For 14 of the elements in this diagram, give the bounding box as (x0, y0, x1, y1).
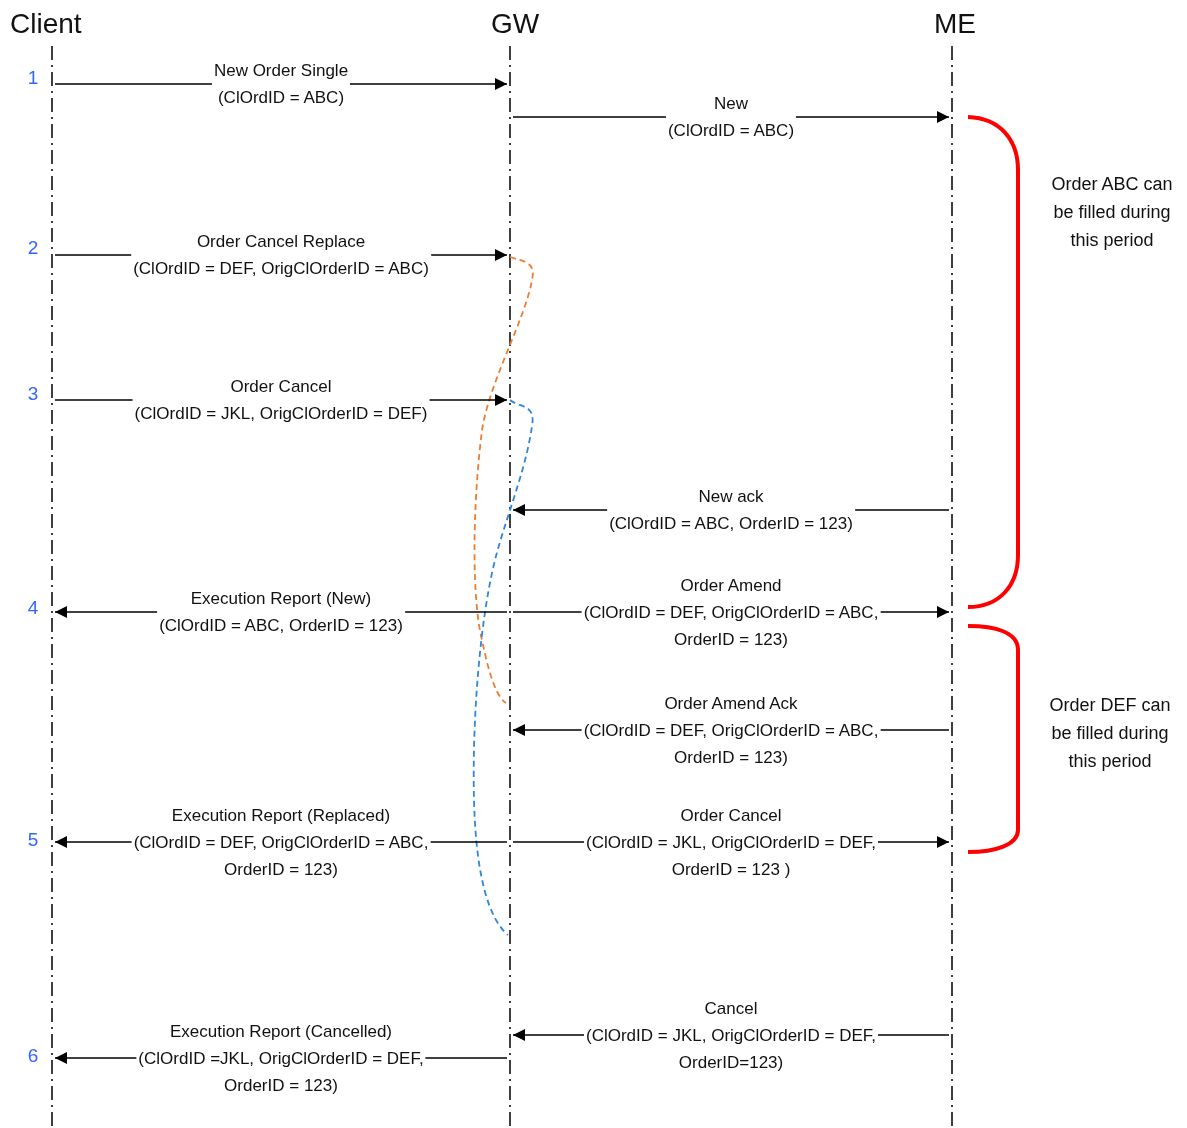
participant-name: ME (934, 7, 976, 41)
step-number: 6 (27, 1045, 39, 1067)
period-note: Order ABC can be filled during this period (1050, 173, 1174, 252)
step-number: 5 (27, 829, 39, 851)
participant-name: Client (10, 7, 82, 41)
step-number: 2 (27, 237, 39, 259)
step-number: 3 (27, 383, 39, 405)
period-note: Order DEF can be filled during this period (1048, 694, 1172, 773)
lifeline (506, 46, 514, 1128)
lifeline (948, 46, 956, 1128)
lifeline (48, 46, 56, 1128)
participant-name: GW (490, 7, 540, 41)
step-number: 4 (27, 597, 39, 619)
step-number: 1 (27, 67, 39, 89)
